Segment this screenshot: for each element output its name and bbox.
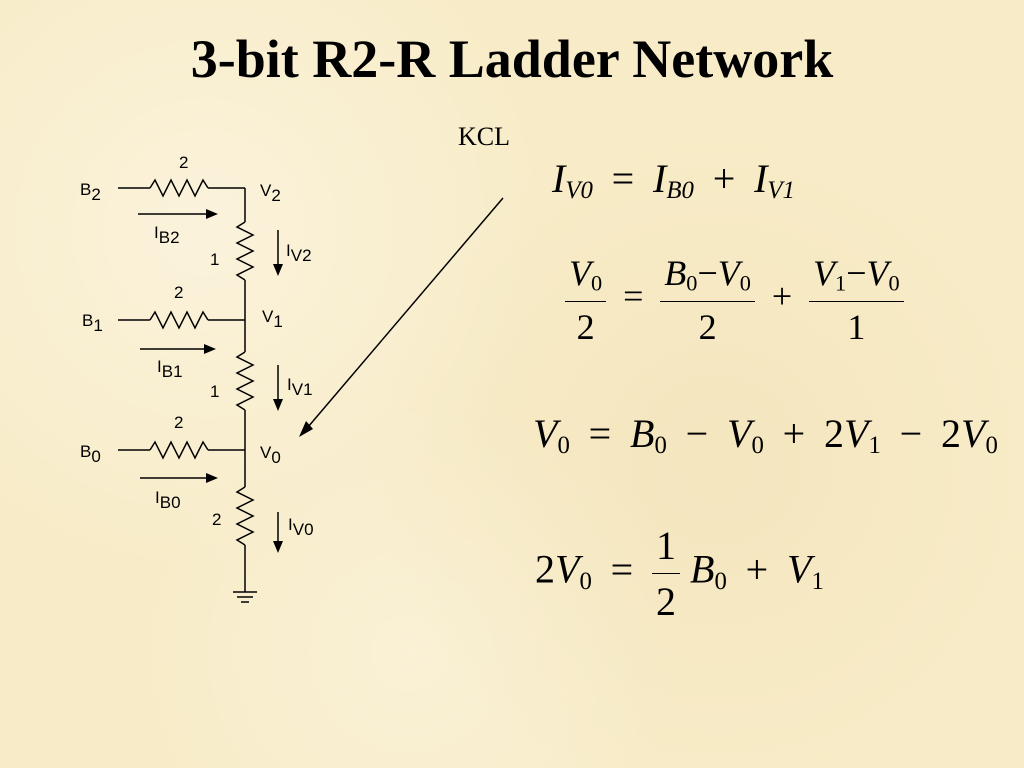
resistor-r2-ground xyxy=(235,486,255,546)
current-label-ib2: IB2 xyxy=(154,223,180,247)
node-label-v1: V1 xyxy=(262,307,283,331)
arrowhead xyxy=(273,541,283,553)
resistor-r2-input xyxy=(149,178,209,198)
resistor-value-ground: 2 xyxy=(212,510,221,529)
arrowhead xyxy=(204,344,216,354)
fraction: 1 2 xyxy=(652,522,680,625)
arrowhead xyxy=(273,264,283,276)
node-label-v2: V2 xyxy=(260,181,281,205)
resistor-value-top-input: 2 xyxy=(179,153,188,172)
node-label-v0: V0 xyxy=(260,443,281,467)
current-label-iv0: IV0 xyxy=(288,515,314,539)
slide-title: 3-bit R2-R Ladder Network xyxy=(190,29,834,89)
arrowhead xyxy=(206,473,218,483)
fraction: V1−V0 1 xyxy=(809,252,904,348)
equation-expanded: V0 = B0 − V0 + 2V1 − 2V0 xyxy=(533,411,998,460)
resistor-value-mid-input: 2 xyxy=(174,283,183,302)
resistor-value-series-top: 1 xyxy=(210,250,219,269)
resistor-value-bottom-input: 2 xyxy=(174,413,183,432)
equation-current-fractions: V0 2 = B0−V0 2 + V1−V0 1 xyxy=(565,252,904,348)
resistor-r1-input xyxy=(149,310,209,330)
current-label-iv1: IV1 xyxy=(287,375,313,399)
resistor-r0-input xyxy=(149,440,209,460)
fraction: V0 2 xyxy=(565,252,607,348)
current-label-iv2: IV2 xyxy=(286,241,312,265)
resistor-value-series-mid: 1 xyxy=(210,382,219,401)
fraction: B0−V0 2 xyxy=(660,252,755,348)
equation-result: 2V0 = 1 2 B0 + V1 xyxy=(535,522,824,625)
input-label-b2: B2 xyxy=(80,180,101,204)
arrowhead xyxy=(273,399,283,411)
kcl-label: KCL xyxy=(458,122,510,151)
current-label-ib1: IB1 xyxy=(157,357,183,381)
resistor-r1-series-mid xyxy=(235,351,255,411)
equation-kcl: IV0 = IB0 + IV1 xyxy=(552,156,795,205)
arrowhead xyxy=(299,421,313,437)
resistor-r1-series-top xyxy=(235,221,255,281)
arrowhead xyxy=(206,209,218,219)
input-label-b0: B0 xyxy=(80,442,101,466)
input-label-b1: B1 xyxy=(82,311,103,335)
current-label-ib0: IB0 xyxy=(155,488,181,512)
kcl-pointer-arrow xyxy=(307,197,504,428)
